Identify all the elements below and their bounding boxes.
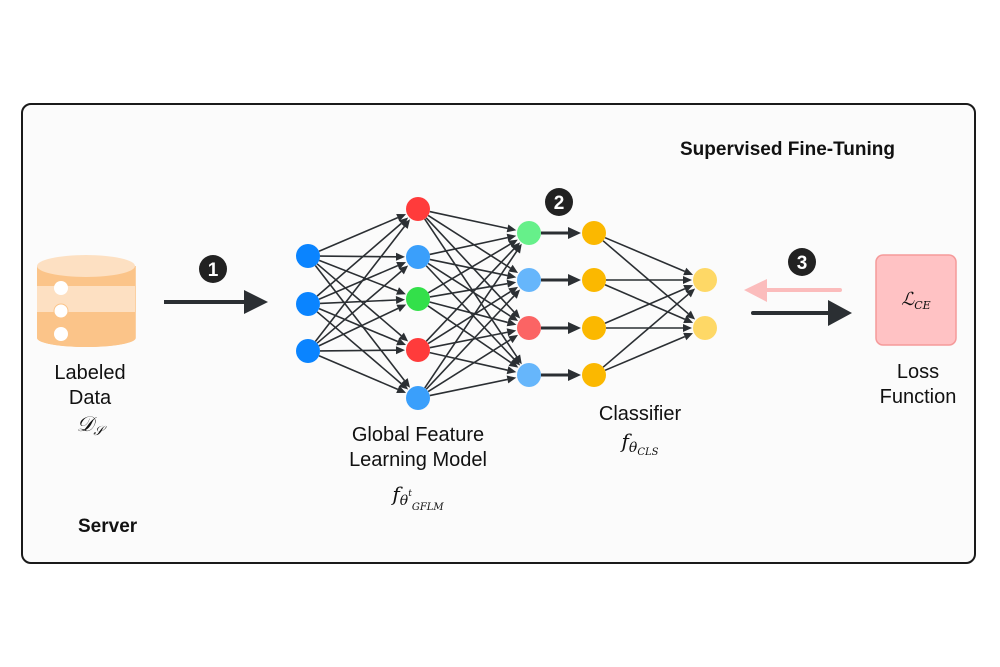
gflm-label: Global Feature Learning Model	[349, 424, 487, 471]
step-1: 1	[164, 255, 268, 314]
edge-0-1-3	[318, 307, 407, 346]
gflm-input-node	[296, 244, 320, 268]
edge-3-3-1	[604, 332, 694, 372]
forward-arrow-icon	[828, 300, 852, 326]
edge-0-2-3	[319, 346, 406, 355]
edge-1-3-2	[429, 328, 517, 349]
network-edges	[314, 210, 696, 397]
gflm-output-node	[517, 221, 541, 245]
classifier-input-node	[582, 316, 606, 340]
edge-1-4-0	[424, 243, 522, 389]
edge-3-3-0	[602, 288, 696, 368]
server-label: Server	[78, 516, 138, 537]
gflm-output-node	[517, 268, 541, 292]
edge-1-4-1	[425, 289, 521, 390]
classifier-symbol: fθCLS	[621, 429, 659, 458]
edge-3-1-0	[606, 276, 692, 284]
edge-2-1-1	[541, 274, 581, 286]
edge-1-1-0	[429, 233, 517, 256]
edge-1-3-3	[429, 351, 517, 375]
edge-3-2-0	[604, 285, 694, 324]
edge-0-0-3	[316, 263, 409, 342]
loss-function-box	[875, 254, 957, 346]
classifier-output-node	[693, 268, 717, 292]
edge-1-0-0	[429, 210, 517, 233]
step-1-badge	[199, 255, 227, 283]
network-nodes	[296, 197, 717, 410]
labeled-data-label: Labeled Data	[54, 362, 126, 409]
edge-0-1-4	[316, 311, 409, 390]
edge-0-0-1	[319, 252, 406, 261]
svg-text:2: 2	[554, 193, 565, 214]
edge-3-2-1	[606, 324, 692, 332]
gflm-hidden-node	[406, 338, 430, 362]
classifier-input-node	[582, 221, 606, 245]
edge-1-4-2	[427, 334, 519, 393]
edge-0-0-0	[318, 213, 407, 253]
edge-3-1-1	[604, 284, 694, 323]
edge-0-2-2	[318, 304, 407, 347]
step-2: 2	[545, 188, 573, 216]
gflm-input-node	[296, 339, 320, 363]
database-icon	[37, 255, 136, 347]
gflm-input-node	[296, 292, 320, 316]
edge-1-2-1	[429, 279, 517, 298]
step-2-badge	[545, 188, 573, 216]
edge-1-0-1	[427, 214, 519, 273]
edge-1-1-1	[429, 258, 517, 280]
gflm-hidden-node	[406, 386, 430, 410]
edge-0-2-0	[314, 219, 411, 343]
gflm-symbol: fθtGFLM	[392, 482, 444, 513]
edge-1-2-0	[427, 239, 518, 294]
edge-0-1-0	[316, 217, 409, 297]
edge-0-2-4	[318, 354, 407, 394]
edge-1-2-2	[429, 301, 517, 327]
labeled-data-symbol: 𝒟𝒮	[76, 412, 104, 439]
diagram-title: Supervised Fine-Tuning	[680, 139, 895, 160]
step-3-badge	[788, 248, 816, 276]
svg-text:3: 3	[797, 253, 808, 274]
loss-symbol: ℒCE	[901, 289, 931, 312]
edge-0-2-1	[316, 265, 409, 344]
forward-arrow-icon	[244, 290, 268, 314]
gflm-hidden-node	[406, 245, 430, 269]
edge-2-0-0	[541, 227, 581, 239]
edge-1-4-3	[429, 375, 517, 397]
edge-3-0-0	[604, 236, 694, 276]
backward-arrow-icon	[744, 279, 767, 302]
gflm-output-node	[517, 316, 541, 340]
classifier-input-node	[582, 268, 606, 292]
gflm-hidden-node	[406, 197, 430, 221]
edge-1-0-2	[425, 217, 521, 319]
edge-1-2-3	[427, 305, 519, 368]
classifier-output-node	[693, 316, 717, 340]
edge-1-3-1	[427, 286, 519, 345]
loss-function-label: Loss Function	[879, 361, 957, 408]
edge-1-3-0	[425, 242, 521, 342]
classifier-label: Classifier	[598, 403, 682, 425]
edge-3-0-1	[602, 240, 696, 320]
classifier-input-node	[582, 363, 606, 387]
gflm-hidden-node	[406, 287, 430, 311]
edge-0-1-2	[319, 296, 406, 305]
edge-0-1-1	[318, 261, 407, 301]
edge-2-2-2	[541, 322, 581, 334]
svg-text:1: 1	[208, 260, 219, 281]
step-3: 3	[744, 248, 852, 326]
gflm-output-node	[517, 363, 541, 387]
edge-2-3-3	[541, 369, 581, 381]
